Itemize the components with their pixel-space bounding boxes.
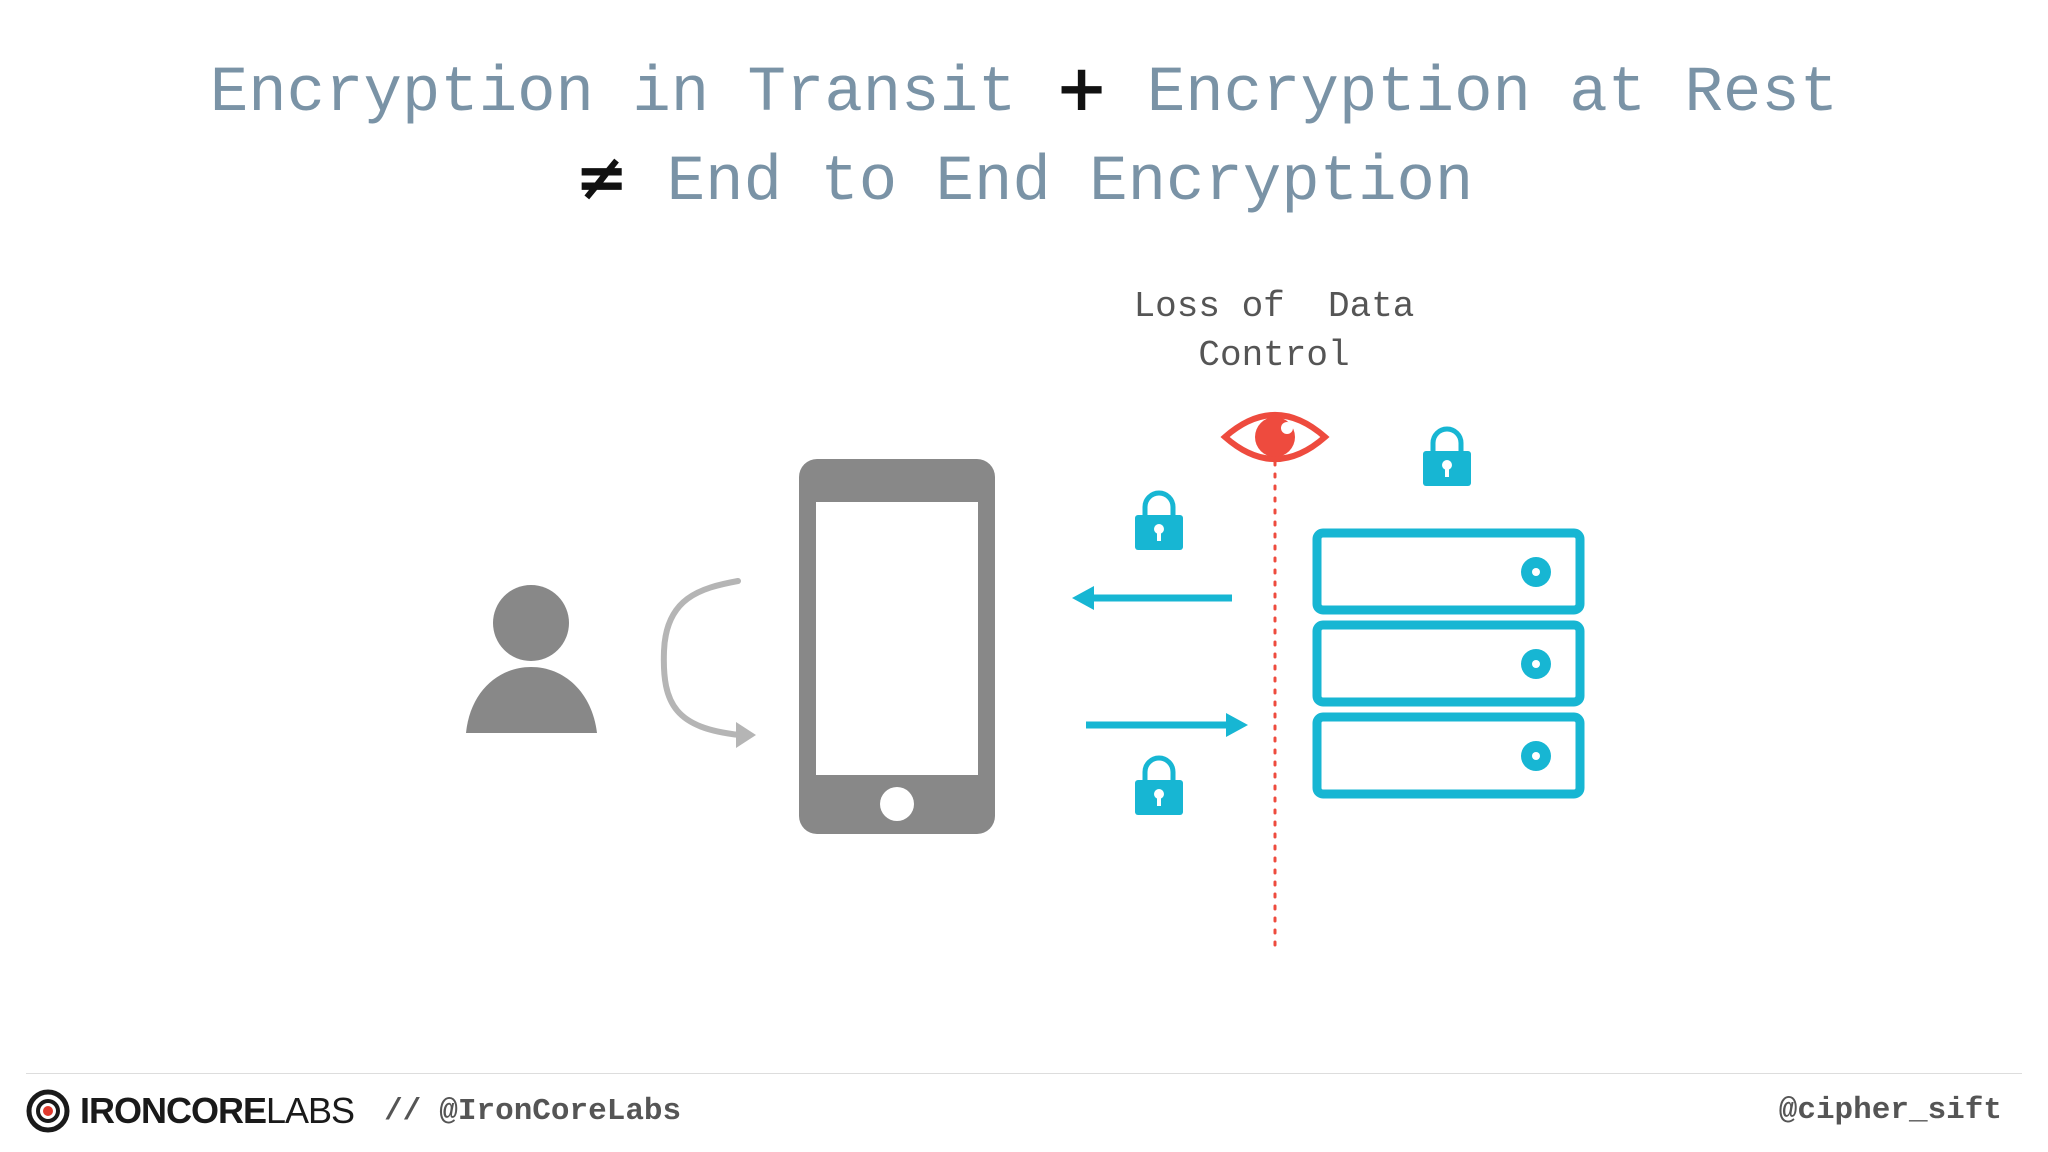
smartphone-icon — [799, 459, 995, 834]
title-line-1: Encryption in Transit + Encryption at Re… — [0, 52, 2048, 130]
arrow-to-server — [1086, 713, 1248, 737]
title-encryption-in-transit: Encryption in Transit — [209, 58, 1017, 130]
brand-name-strong: IRONCORE — [80, 1090, 267, 1131]
plus-operator: + — [1054, 52, 1109, 126]
eye-icon — [1220, 412, 1330, 462]
curved-arrow-icon — [660, 578, 756, 748]
footer-handle-left: @IronCoreLabs — [439, 1093, 682, 1129]
title-encryption-at-rest: Encryption at Rest — [1146, 58, 1839, 130]
arrow-to-phone — [1072, 586, 1232, 610]
server-stack-icon — [1312, 528, 1585, 799]
user-icon — [466, 585, 597, 733]
lock-icon — [1135, 490, 1183, 550]
footer-divider — [26, 1073, 2022, 1074]
title-line-2: ≠ End to End Encryption — [0, 141, 2048, 219]
brand-name-light: LABS — [266, 1090, 355, 1131]
footer-handle-right: @cipher_sift — [1778, 1093, 2002, 1128]
footer-separator: // — [384, 1093, 422, 1129]
lock-icon — [1135, 755, 1183, 815]
loss-of-data-control-label: Loss of Data Control — [1133, 286, 1415, 376]
title-end-to-end-encryption: End to End Encryption — [666, 147, 1474, 219]
ironcore-logo-icon — [26, 1089, 70, 1133]
lock-icon — [1423, 426, 1471, 486]
not-equal-operator: ≠ — [574, 141, 629, 215]
